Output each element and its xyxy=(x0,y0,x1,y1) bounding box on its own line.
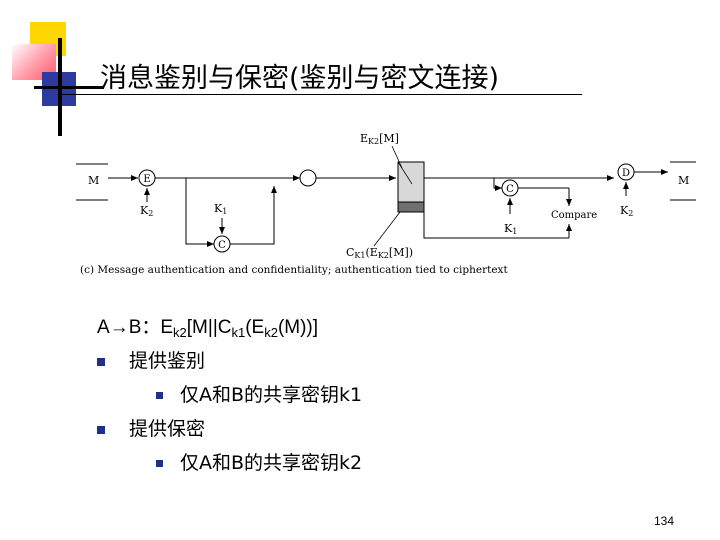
compare-label: Compare xyxy=(551,210,597,221)
key-k1-left: K1 xyxy=(214,202,227,216)
bullet-square-icon xyxy=(156,392,163,399)
authentication-diagram: M E K2 C K1 EK2[M] CK1(EK2[M]) C xyxy=(76,132,696,260)
bullet-confidentiality: 提供保密 xyxy=(97,414,205,441)
sub-bullet-k1: 仅A和B的共享密钥k1 xyxy=(156,380,362,407)
page-number: 134 xyxy=(654,514,675,528)
formula-line: A→B：Ek2[M||Ck1(Ek2(M))] xyxy=(97,317,319,340)
key-k2-left: K2 xyxy=(140,204,153,218)
pointer-ek2m xyxy=(391,145,403,169)
title-underline xyxy=(62,94,582,95)
bullet-authentication: 提供鉴别 xyxy=(97,346,205,373)
receiver-mac-circle: C xyxy=(501,179,519,197)
slide-title: 消息鉴别与保密(鉴别与密文连接) xyxy=(100,63,500,94)
svg-text:M: M xyxy=(678,174,689,187)
arrow-e-to-mac xyxy=(185,178,214,247)
svg-text:C: C xyxy=(506,184,514,195)
input-message: M xyxy=(76,163,108,201)
diagram-caption: (c) Message authentication and confident… xyxy=(80,264,508,276)
bullet-square-icon xyxy=(156,460,163,467)
bullet-square-icon xyxy=(97,357,105,366)
sub-bullet-k2: 仅A和B的共享密钥k2 xyxy=(156,448,362,475)
decrypt-circle: D xyxy=(617,163,635,181)
svg-text:E: E xyxy=(143,174,150,185)
pointer-ck1 xyxy=(373,211,401,247)
key-k2-right: K2 xyxy=(620,204,633,218)
output-message: M xyxy=(670,161,696,201)
svg-text:C: C xyxy=(218,240,226,251)
mac-circle: C xyxy=(213,235,231,253)
concat-circle xyxy=(299,169,317,187)
label-ek2m: EK2[M] xyxy=(360,132,399,146)
label-ck1: CK1(EK2[M]) xyxy=(346,246,413,260)
bullet-square-icon xyxy=(97,425,105,434)
transmitted-block xyxy=(397,161,425,213)
path-mac-to-compare xyxy=(423,208,569,239)
svg-text:D: D xyxy=(622,168,630,179)
encrypt-circle: E xyxy=(138,169,156,187)
decor-horizontal-line xyxy=(34,86,104,89)
arrow-to-receiver-mac xyxy=(493,178,502,191)
key-k1-right: K1 xyxy=(504,222,517,236)
arrow-mac-to-concat xyxy=(230,186,277,245)
svg-text:M: M xyxy=(88,174,99,187)
